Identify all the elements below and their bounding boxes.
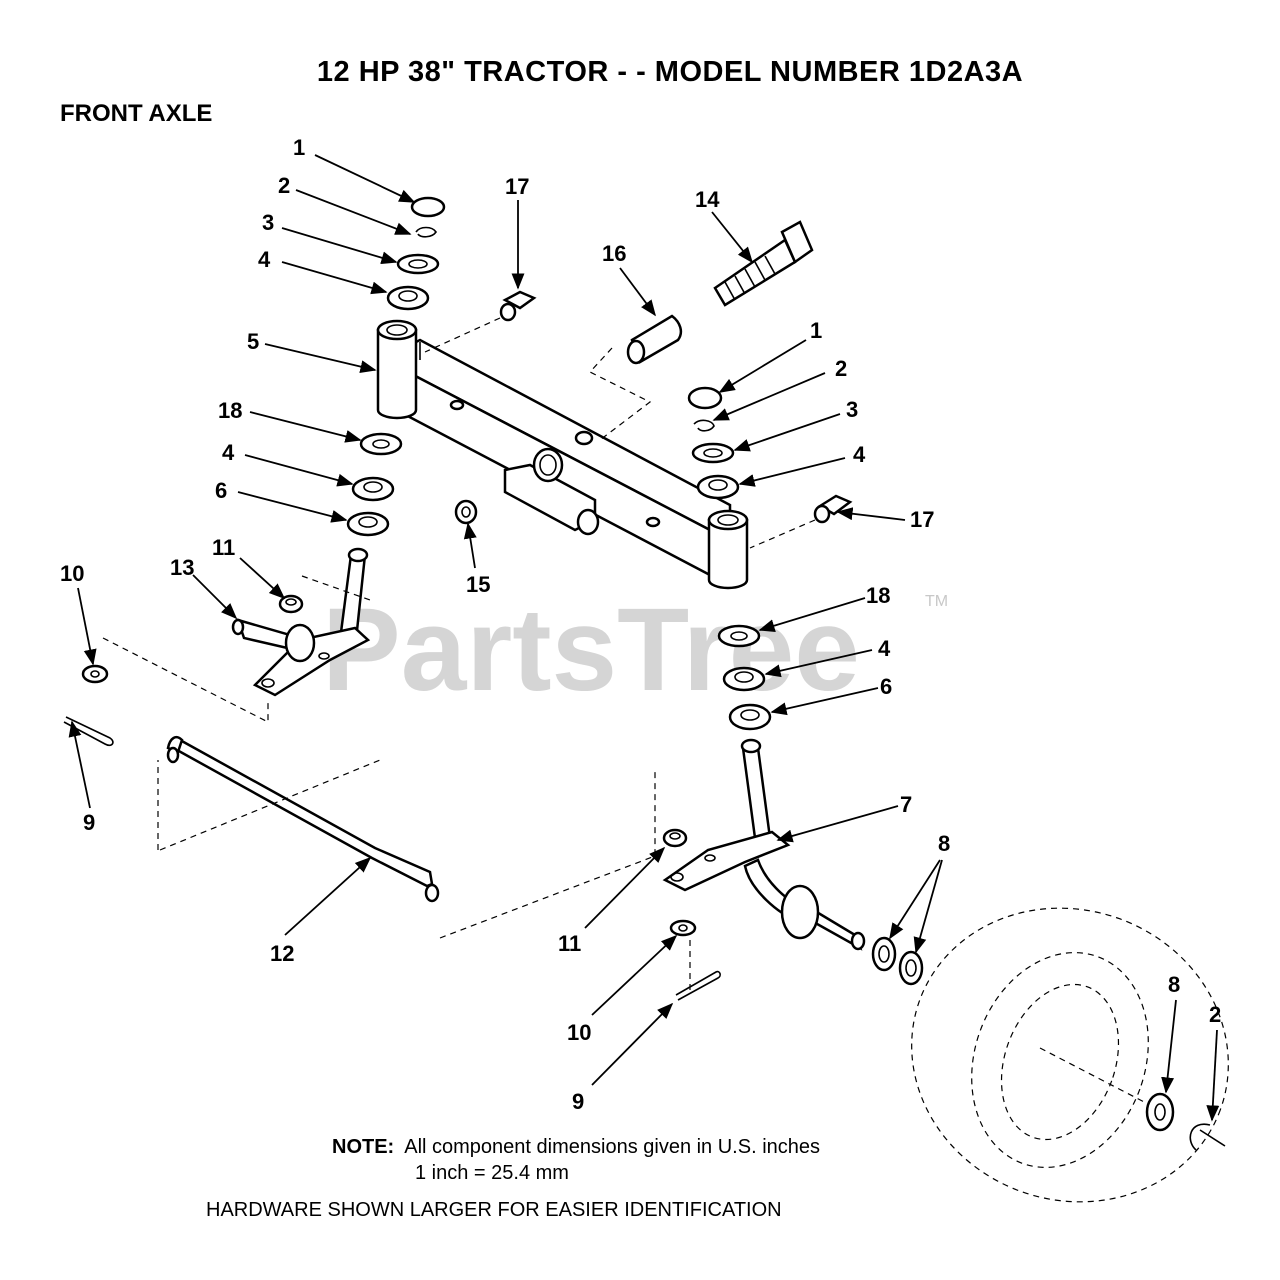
callout-4: 4 — [258, 247, 271, 272]
callout-2: 2 — [835, 356, 847, 381]
callout-1: 1 — [810, 318, 822, 343]
callout-3: 3 — [262, 210, 274, 235]
callout-15: 15 — [466, 572, 490, 597]
note-line-1: All component dimensions given in U.S. i… — [404, 1136, 821, 1158]
spindle-washers-8 — [871, 936, 924, 986]
callout-18: 18 — [866, 583, 890, 608]
spacer-16 — [626, 314, 683, 365]
footer-text: HARDWARE SHOWN LARGER FOR EASIER IDENTIF… — [206, 1199, 782, 1221]
note-line-2: 1 inch = 25.4 mm — [415, 1162, 569, 1184]
callout-16: 16 — [602, 241, 626, 266]
callout-17: 17 — [910, 507, 934, 532]
right-washer-10 — [669, 919, 697, 937]
axle-beam — [398, 338, 732, 578]
callout-13: 13 — [170, 555, 194, 580]
callout-4: 4 — [878, 636, 891, 661]
left-washer-10 — [81, 664, 109, 684]
right-pivot-tube — [707, 509, 749, 590]
grease-fitting-17-left — [499, 290, 537, 322]
callout-17: 17 — [505, 174, 529, 199]
callout-12: 12 — [270, 941, 294, 966]
left-cotter-pin-9 — [63, 716, 114, 747]
section-title: FRONT AXLE — [60, 100, 213, 127]
wheel-washer-8 — [1145, 1092, 1175, 1132]
diagram-title: 12 HP 38" TRACTOR - - MODEL NUMBER 1D2A3… — [316, 56, 1024, 88]
callout-2: 2 — [278, 173, 290, 198]
left-upper-stack — [386, 196, 446, 311]
drag-link-12 — [166, 736, 440, 903]
watermark: PartsTree — [322, 584, 860, 716]
callout-1: 1 — [293, 135, 305, 160]
callout-9: 9 — [83, 810, 95, 835]
callout-6: 6 — [880, 674, 892, 699]
bolt-14 — [713, 220, 814, 307]
note-block: NOTE: All component dimensions given in … — [332, 1134, 820, 1186]
left-spindle — [231, 547, 371, 697]
front-wheel — [911, 907, 1229, 1203]
callout-4: 4 — [853, 442, 866, 467]
callout-10: 10 — [60, 561, 84, 586]
left-pivot-tube — [376, 319, 418, 420]
right-cotter-pin-9 — [675, 970, 721, 1001]
callout-10: 10 — [567, 1020, 591, 1045]
wheel-clip-2 — [1189, 1123, 1226, 1151]
callout-14: 14 — [695, 187, 720, 212]
assembly-lines — [102, 317, 816, 990]
callout-7: 7 — [900, 792, 912, 817]
callout-2: 2 — [1209, 1002, 1221, 1027]
callout-3: 3 — [846, 397, 858, 422]
callout-4: 4 — [222, 440, 235, 465]
locknut-15 — [454, 499, 478, 525]
callout-18: 18 — [218, 398, 242, 423]
callout-9: 9 — [572, 1089, 584, 1114]
watermark-tm: TM — [925, 593, 948, 610]
callout-8: 8 — [938, 831, 950, 856]
callout-11: 11 — [558, 931, 581, 956]
callout-8: 8 — [1168, 972, 1180, 997]
right-spindle-7 — [662, 738, 866, 951]
right-upper-stack — [687, 386, 740, 500]
callout-6: 6 — [215, 478, 227, 503]
left-lower-stack — [346, 432, 403, 537]
right-lower-stack — [717, 624, 772, 731]
callout-5: 5 — [247, 329, 259, 354]
callout-numbers: 1 2 3 4 5 18 4 6 11 13 10 9 12 17 16 14 … — [60, 135, 1221, 1114]
callout-11: 11 — [212, 535, 235, 560]
leader-lines — [68, 154, 1220, 1122]
note-label: NOTE: — [332, 1136, 395, 1158]
grease-fitting-17-right — [813, 494, 853, 524]
